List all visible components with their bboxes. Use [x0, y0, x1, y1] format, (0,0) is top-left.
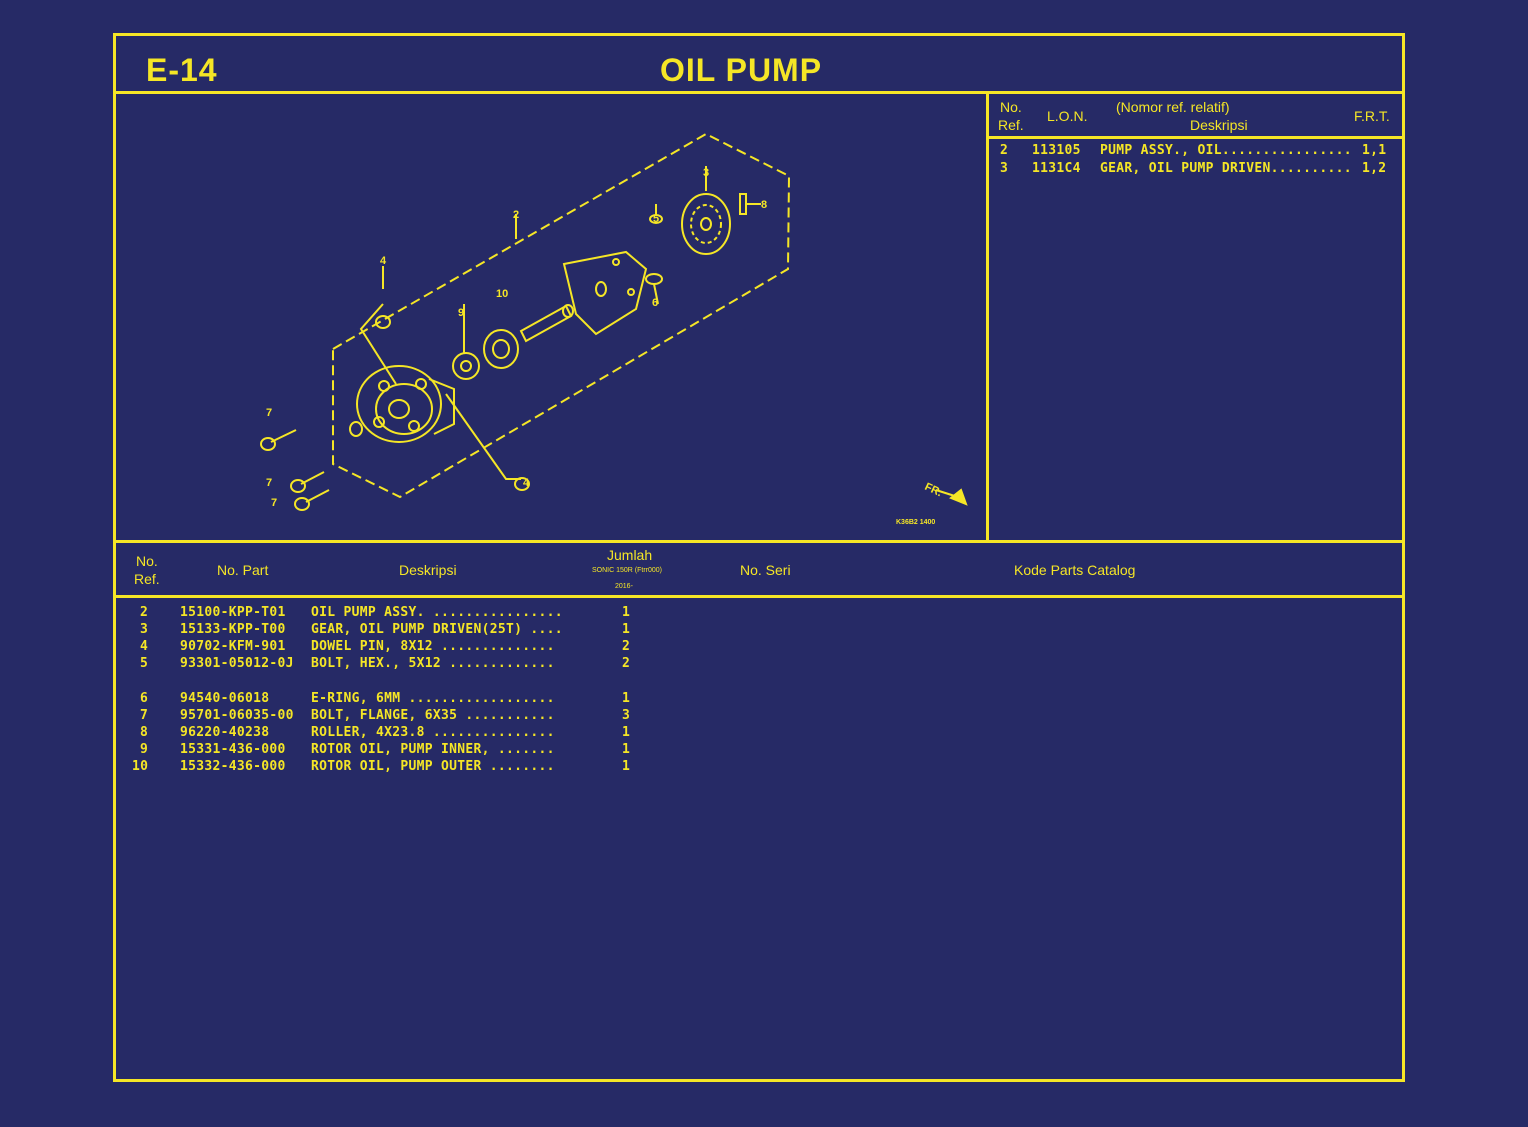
e-ring-part	[645, 273, 663, 305]
cover-plate-part	[562, 250, 648, 336]
oil-pump-exploded-diagram: FR. K36B2 1400 2 3 4 5 7 7 7 8 9 10 4 6	[260, 132, 968, 526]
table-row: 2 113105 PUMP ASSY., OIL................…	[1000, 143, 1387, 158]
rotor-outer-part	[483, 329, 519, 369]
parts-col-deskripsi: Deskripsi	[399, 562, 457, 578]
parts-col-kode: Kode Parts Catalog	[1014, 562, 1136, 578]
shaft-part	[519, 304, 574, 343]
parts-col-ref: Ref.	[134, 571, 160, 587]
callout-7c: 7	[271, 497, 277, 509]
rotor-inner-part	[452, 352, 480, 380]
callout-7a: 7	[266, 407, 272, 419]
dowel-pin-part	[349, 315, 530, 491]
header-divider	[116, 91, 1402, 94]
bolt-part	[649, 204, 663, 224]
roller-part	[739, 193, 761, 215]
callout-10: 10	[496, 288, 508, 300]
callout-2: 2	[513, 209, 519, 221]
front-label: FR.	[923, 481, 944, 499]
table-row: 3 1131C4 GEAR, OIL PUMP DRIVEN..........…	[1000, 161, 1387, 176]
parts-col-model: SONIC 150R (Ftrr000)	[592, 567, 663, 574]
callout-4b: 4	[523, 477, 530, 489]
callout-4: 4	[380, 255, 387, 267]
parts-col-no: No.	[136, 553, 158, 569]
callout-6: 6	[652, 297, 658, 309]
parts-col-year: 2016-	[615, 583, 633, 590]
page-title: OIL PUMP	[659, 52, 823, 88]
callout-9: 9	[458, 307, 464, 319]
callout-5: 5	[653, 213, 659, 225]
page-code: E-14	[146, 52, 218, 88]
parts-col-jumlah: Jumlah	[607, 547, 653, 563]
ref-header-divider	[986, 136, 1402, 139]
catalog-frame: E-14 OIL PUMP No. Ref. L.O.N. (Nomor ref…	[113, 33, 1405, 1082]
parts-col-no-part: No. Part	[217, 562, 269, 578]
ref-col-frt: F.R.T.	[1354, 108, 1390, 124]
ref-col-no: No.	[1000, 99, 1022, 115]
parts-col-no-seri: No. Seri	[740, 562, 791, 578]
flange-bolt-parts	[260, 429, 330, 511]
ref-col-ref: Ref.	[998, 117, 1024, 133]
callout-8: 8	[761, 199, 767, 211]
ref-col-deskripsi: Deskripsi	[1190, 117, 1248, 133]
callout-3: 3	[703, 167, 709, 179]
parts-header-divider	[116, 595, 1402, 598]
ref-col-lon: L.O.N.	[1047, 108, 1088, 124]
image-code: K36B2 1400	[896, 519, 935, 526]
driven-gear-part	[681, 193, 731, 255]
diagram-bottom-divider	[116, 540, 1402, 543]
pump-body-part	[356, 365, 455, 443]
callout-7b: 7	[266, 477, 272, 489]
ref-col-nomor: (Nomor ref. relatif)	[1116, 99, 1230, 115]
front-arrow-icon	[935, 488, 968, 506]
diagram-divider	[986, 91, 989, 541]
